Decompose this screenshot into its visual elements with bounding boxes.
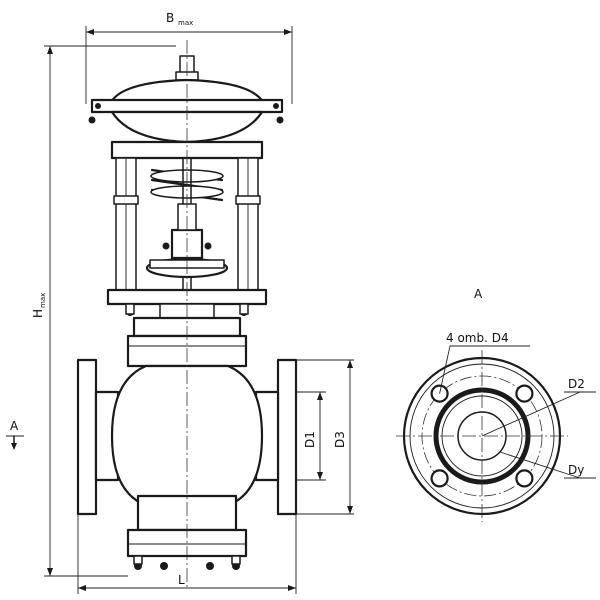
outlet-flange <box>276 358 298 516</box>
dim-bmax-sub: max <box>178 19 193 27</box>
flange-bolt <box>95 103 101 109</box>
bolt-hole <box>515 384 534 403</box>
dim-d3-label: D3 <box>333 431 347 448</box>
bolt-hole <box>515 469 534 488</box>
dimensions: B max H max L D1 D3 <box>6 11 354 594</box>
flange-bolt <box>273 103 279 109</box>
dim-bmax-label: B <box>166 11 174 25</box>
inlet-flange <box>76 358 98 516</box>
bolt-hole <box>430 469 449 488</box>
dim-hmax-sub: max <box>39 293 47 308</box>
d2-callout: D2 <box>568 377 585 391</box>
flange-bolt <box>276 116 284 124</box>
flange-bolt <box>88 116 96 124</box>
view-a-title: A <box>474 287 483 301</box>
flange-view-a: A 4 omb. D4 D2 Dy <box>396 287 596 522</box>
dy-callout: Dy <box>568 463 584 477</box>
dim-d1-label: D1 <box>303 431 317 448</box>
section-arrow-label: A <box>10 419 19 433</box>
dim-hmax-label: H <box>31 309 45 318</box>
actuator <box>88 55 284 144</box>
dim-l-label: L <box>178 573 185 587</box>
yoke <box>106 140 268 316</box>
holes-callout: 4 omb. D4 <box>446 331 509 345</box>
